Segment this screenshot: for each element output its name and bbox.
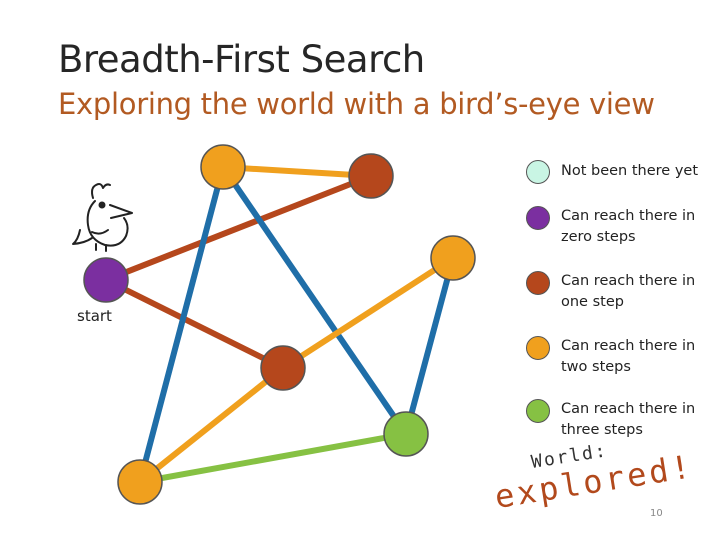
legend-swatch <box>526 336 550 360</box>
legend-swatch <box>526 160 550 184</box>
legend-label: Can reach there in three steps <box>561 401 696 438</box>
slide-title: Breadth-First Search <box>58 38 425 81</box>
bird-icon <box>72 183 133 252</box>
graph-node <box>117 459 163 505</box>
graph-edge <box>281 255 455 371</box>
legend-label: Can reach there in one step <box>561 273 696 310</box>
graph-edge <box>137 166 226 483</box>
legend-swatch <box>526 206 550 230</box>
slide-subtitle: Exploring the world with a bird’s-eye vi… <box>58 87 655 121</box>
start-label: start <box>77 307 112 325</box>
graph-node <box>260 345 306 391</box>
graph-edge <box>104 173 373 283</box>
graph-edge <box>138 365 285 485</box>
legend-label: Can reach there in two steps <box>561 338 696 375</box>
graph-edge <box>220 165 409 436</box>
graph-edge <box>403 257 456 435</box>
legend-swatch <box>526 271 550 295</box>
start-node <box>83 257 129 303</box>
graph-node <box>383 411 429 457</box>
legend-swatch <box>526 399 550 423</box>
graph-node <box>430 235 476 281</box>
legend-label: Can reach there in zero steps <box>561 208 696 245</box>
page-number: 10 <box>650 508 663 519</box>
graph-node <box>348 153 394 199</box>
graph-edge <box>139 431 407 485</box>
graph-node <box>200 144 246 190</box>
graph-edge <box>104 277 285 371</box>
legend-label: Not been there yet <box>561 163 699 179</box>
graph-edge <box>222 164 372 179</box>
